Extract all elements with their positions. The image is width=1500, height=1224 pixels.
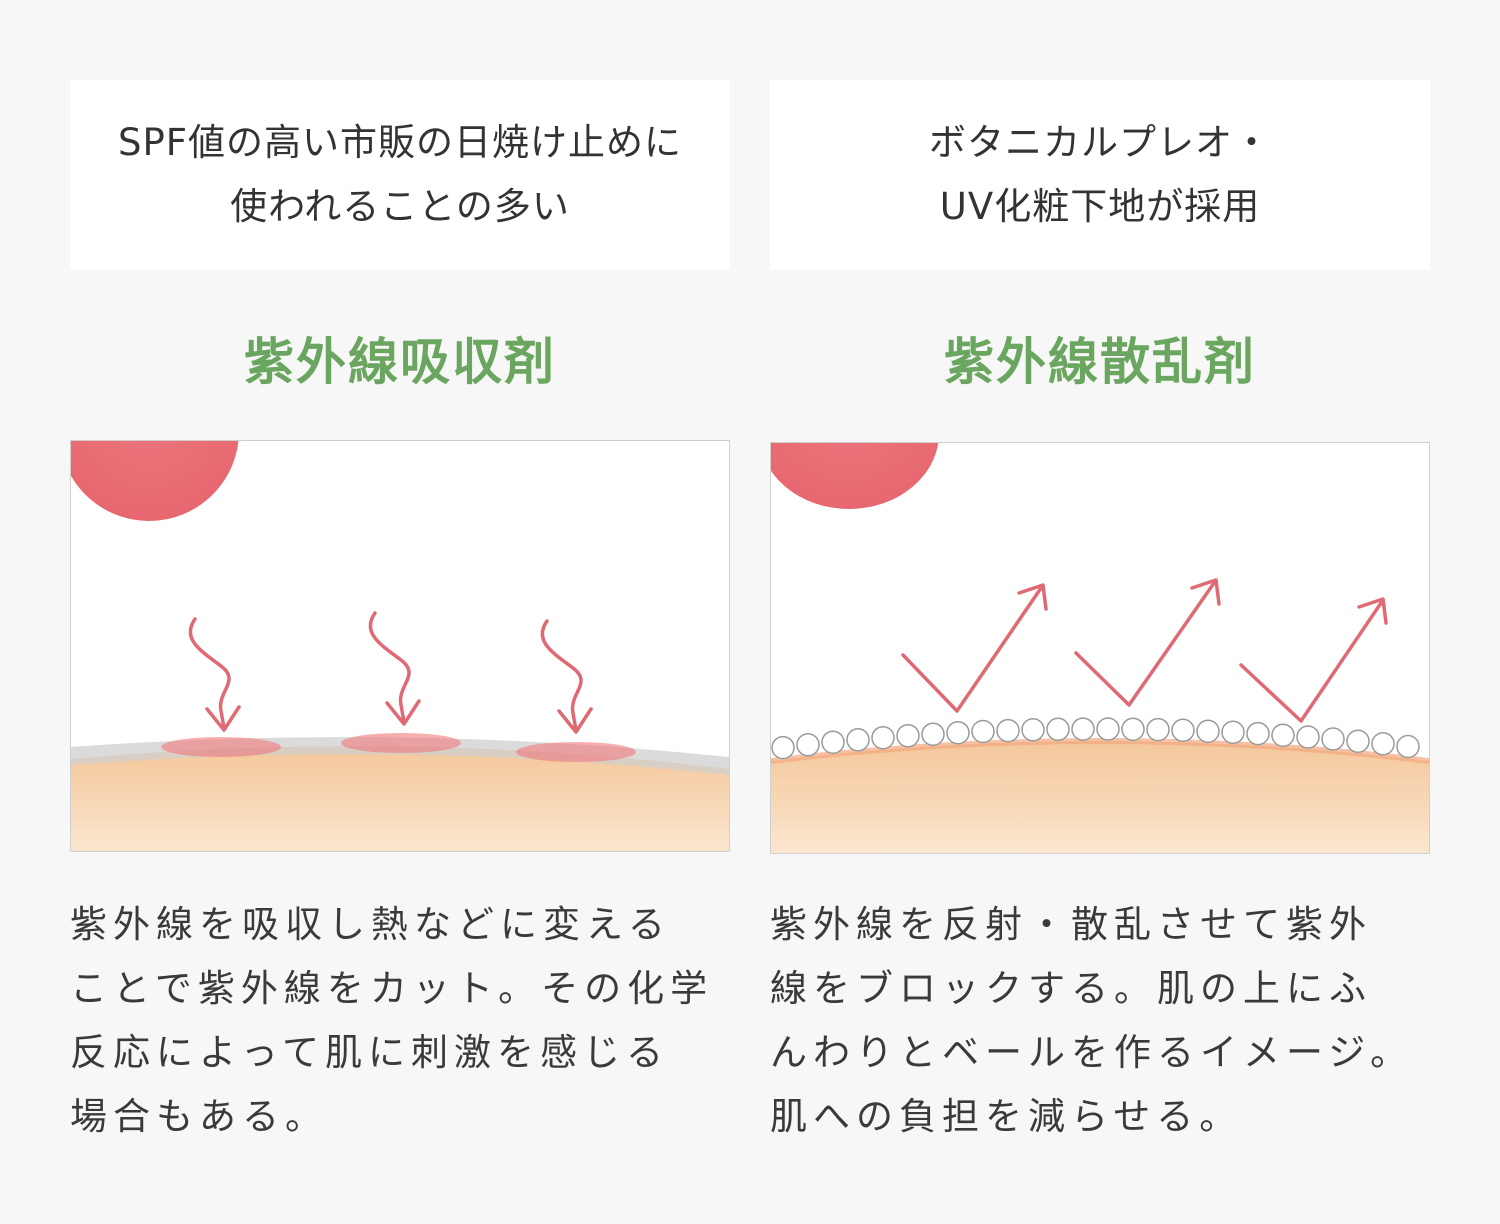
particle-bead [896, 724, 920, 748]
particle-bead [796, 733, 820, 757]
particle-bead [921, 722, 945, 746]
particle-bead [1071, 717, 1095, 741]
wavy-uv-arrow [540, 619, 593, 734]
particle-bead [846, 728, 870, 752]
particle-bead [1221, 720, 1245, 745]
absorber-header-text: SPF値の高い市販の日焼け止めに 使われることの多い [118, 111, 682, 239]
absorber-svg [71, 441, 729, 851]
absorber-desc-line: 反応によって肌に刺激を感じる [70, 1031, 670, 1074]
particle-bead [1346, 729, 1370, 754]
reflect-uv-arrow [1239, 597, 1388, 723]
scatter-svg [771, 443, 1429, 853]
particle-bead [821, 730, 845, 754]
scatter-header-text: ボタニカルプレオ・ UV化粧下地が採用 [929, 111, 1271, 239]
scatter-header-line: ボタニカルプレオ・ [929, 121, 1271, 164]
particle-bead [1021, 718, 1045, 742]
reflect-uv-arrow [1074, 578, 1221, 707]
sun-icon [771, 443, 939, 509]
particle-bead [871, 725, 895, 750]
scatter-desc-line: 線をブロックする。肌の上にふ [770, 967, 1372, 1010]
particle-bead [1321, 727, 1345, 751]
skin-layer [771, 741, 1429, 853]
absorber-title: 紫外線吸収剤 [244, 333, 556, 391]
particle-bead [946, 720, 970, 745]
particle-bead [1121, 717, 1145, 741]
skin-layer [71, 746, 729, 851]
absorber-illustration [70, 440, 730, 852]
particle-bead [996, 718, 1020, 743]
absorb-spot [341, 733, 461, 753]
scatter-desc-line: んわりとベールを作るイメージ。 [770, 1031, 1414, 1074]
particle-bead [1046, 717, 1070, 742]
scatter-header-line: UV化粧下地が採用 [939, 185, 1261, 228]
absorber-header-line: SPF値の高い市販の日焼け止めに [117, 121, 683, 164]
particle-bead [1246, 721, 1270, 746]
particle-bead [1171, 718, 1195, 743]
scatter-illustration [770, 442, 1430, 854]
particle-bead [1396, 734, 1420, 759]
particle-bead [1271, 723, 1295, 747]
absorb-spot [161, 737, 281, 757]
scatter-title: 紫外線散乱剤 [944, 333, 1256, 391]
absorb-spot [516, 742, 636, 762]
wavy-uv-arrow [188, 617, 241, 732]
sun-icon [71, 441, 239, 521]
absorber-header-line: 使われることの多い [230, 185, 570, 228]
scatter-desc-line: 肌への負担を減らせる。 [770, 1095, 1243, 1138]
particle-bead [771, 735, 795, 760]
particle-bead [971, 719, 995, 744]
absorber-desc-line: 場合もある。 [70, 1095, 328, 1138]
scatter-description: 紫外線を反射・散乱させて紫外 線をブロックする。肌の上にふ んわりとベールを作る… [770, 893, 1430, 1149]
absorber-header-box: SPF値の高い市販の日焼け止めに 使われることの多い [70, 80, 730, 270]
particle-layer [771, 717, 1420, 760]
scatter-desc-line: 紫外線を反射・散乱させて紫外 [770, 903, 1372, 946]
absorber-desc-line: ことで紫外線をカット。その化学 [70, 967, 714, 1010]
absorber-desc-line: 紫外線を吸収し熱などに変える [70, 903, 671, 946]
particle-bead [1371, 732, 1395, 756]
absorber-description: 紫外線を吸収し熱などに変える ことで紫外線をカット。その化学 反応によって肌に刺… [70, 893, 730, 1149]
particle-bead [1096, 717, 1120, 741]
reflect-uv-arrow [901, 583, 1048, 713]
scatter-header-box: ボタニカルプレオ・ UV化粧下地が採用 [770, 80, 1430, 270]
skin-edge [771, 738, 1429, 764]
particle-bead [1296, 725, 1320, 749]
wavy-uv-arrow [368, 611, 421, 726]
particle-bead [1196, 719, 1220, 743]
particle-bead [1146, 717, 1170, 742]
